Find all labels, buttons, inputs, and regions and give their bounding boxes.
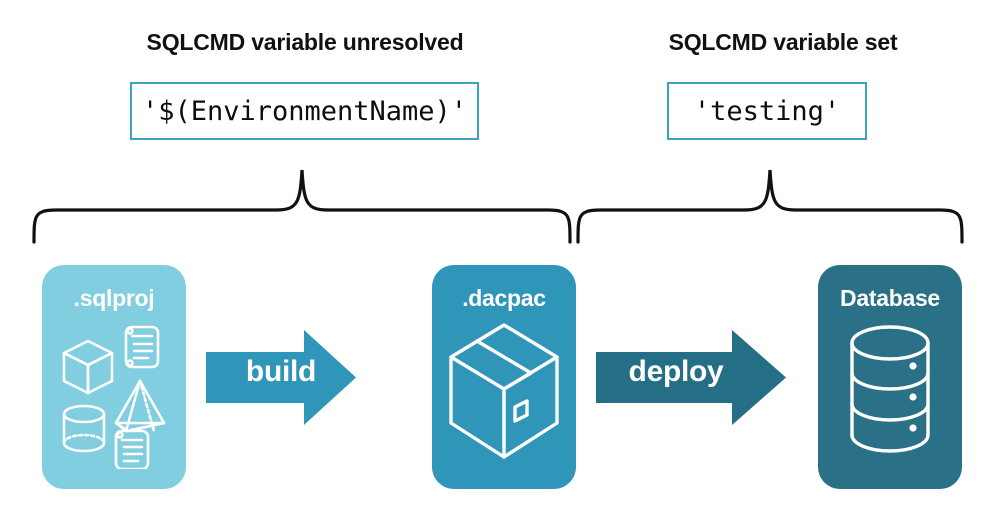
card-dacpac-label: .dacpac — [462, 285, 546, 311]
code-box-right-value: 'testing' — [693, 95, 841, 127]
code-box-testing: 'testing' — [667, 82, 867, 140]
brace-right — [572, 168, 972, 249]
arrow-build-label: build — [245, 355, 317, 388]
arrow-deploy-icon — [596, 330, 786, 425]
caption-sqlcmd-variable-unresolved: SQLCMD variable unresolved — [146, 29, 464, 55]
code-box-left-value: '$(EnvironmentName)' — [141, 95, 468, 127]
package-box-icon — [432, 319, 576, 465]
arrow-deploy-label: deploy — [628, 355, 724, 388]
card-database-label: Database — [840, 285, 940, 311]
database-cylinder-icon — [818, 319, 962, 465]
brace-left-icon — [32, 169, 572, 244]
arrow-deploy — [596, 330, 786, 430]
brace-left — [28, 168, 576, 249]
code-box-environment-name: '$(EnvironmentName)' — [130, 82, 479, 140]
caption-sqlcmd-variable-set: SQLCMD variable set — [668, 29, 898, 55]
arrow-build — [206, 330, 356, 430]
card-sqlproj-label: .sqlproj — [73, 285, 155, 311]
card-dacpac: .dacpac — [432, 265, 576, 489]
sql-project-objects-icon — [42, 319, 186, 469]
arrow-build-icon — [206, 330, 356, 425]
card-database: Database — [818, 265, 962, 489]
brace-right-icon — [576, 169, 964, 244]
card-sqlproj: .sqlproj — [42, 265, 186, 489]
